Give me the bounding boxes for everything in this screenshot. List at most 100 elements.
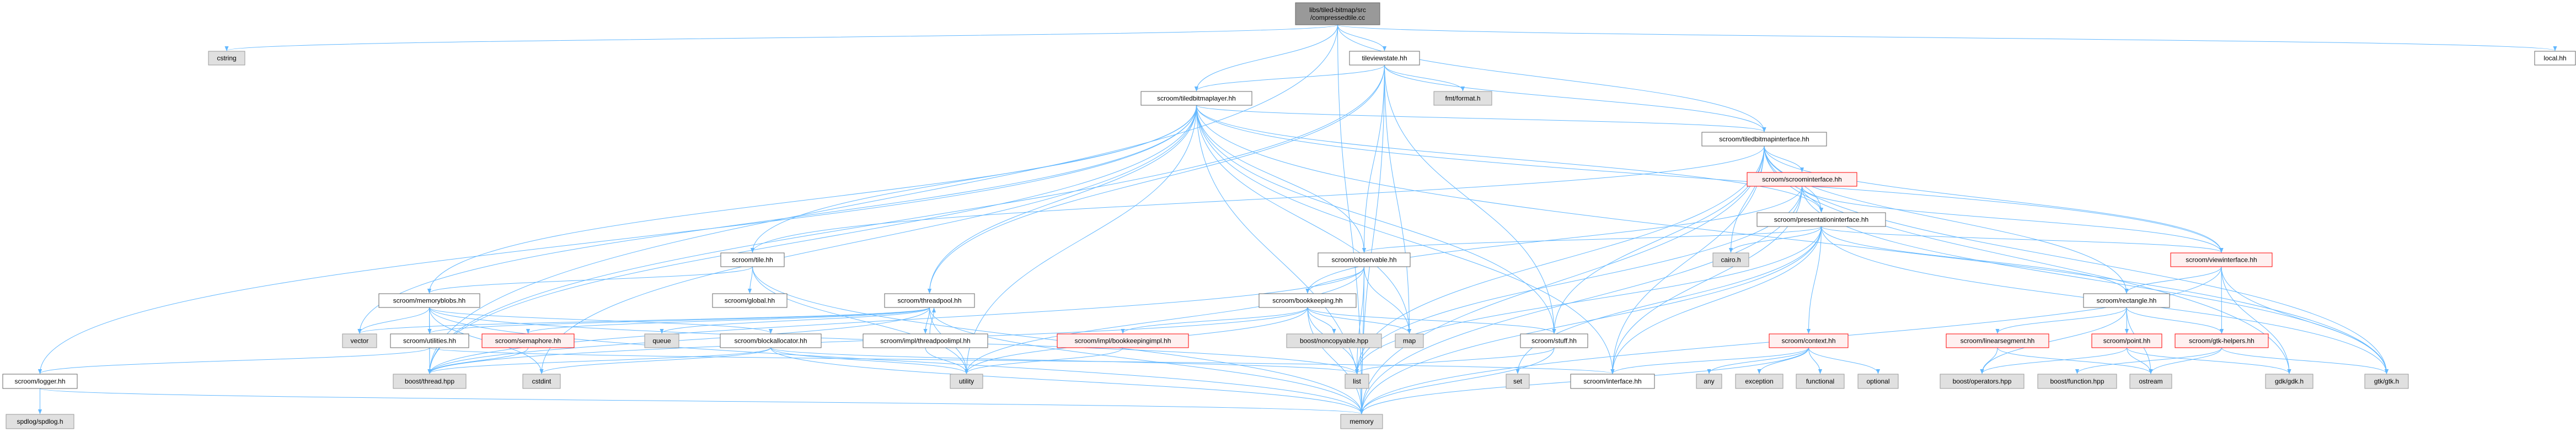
graph-node-tile[interactable]: scroom/tile.hh [720, 252, 785, 267]
edge-presentationinterface-to-rectangle [1821, 226, 2129, 294]
edge-tiledbitmapinterface-to-gdk [1764, 145, 2291, 374]
node-label: exception [1745, 377, 1773, 385]
graph-node-noncopyable: boost/noncopyable.hpp [1286, 333, 1382, 348]
graph-node-stuff[interactable]: scroom/stuff.hh [1520, 333, 1588, 348]
edge-tileviewstate-to-map [1384, 64, 1412, 334]
node-label: scroom/tiledbitmapinterface.hh [1719, 136, 1809, 143]
node-label: scroom/impl/threadpoolimpl.hh [880, 337, 970, 345]
graph-node-presentationinterface[interactable]: scroom/presentationinterface.hh [1756, 212, 1886, 227]
node-label: spdlog/spdlog.h [17, 418, 63, 425]
edge-tiledbitmaplayer-to-gtk [1196, 105, 2389, 374]
graph-node-bookkeepingimpl[interactable]: scroom/impl/bookkeepingimpl.hh [1057, 333, 1189, 348]
edge-tiledbitmaplayer-to-observable [1196, 105, 1367, 253]
edge-tiledbitmaplayer-to-interface [1196, 105, 1615, 374]
edge-threadpool-to-queue [660, 307, 930, 334]
graph-node-global[interactable]: scroom/global.hh [712, 293, 788, 308]
edge-tiledbitmaplayer-to-threadpool [927, 105, 1197, 294]
node-label: /compressedtile.cc [1310, 14, 1365, 21]
graph-node-gtkhelpers[interactable]: scroom/gtk-helpers.hh [2175, 333, 2269, 348]
graph-node-logger[interactable]: scroom/logger.hh [2, 374, 78, 389]
node-box [2129, 374, 2172, 389]
edge-linearsegment-to-operators [1980, 347, 1998, 374]
node-box [1345, 374, 1369, 389]
edge-linearsegment-to-ostream [1997, 347, 2153, 374]
node-box [522, 374, 561, 389]
edge-presentationinterface-to-cairo [1728, 226, 1822, 253]
node-box [1940, 374, 2025, 389]
graph-node-threadpool[interactable]: scroom/threadpool.hh [884, 293, 975, 308]
node-box [1796, 374, 1845, 389]
node-box [1140, 91, 1252, 106]
node-box [342, 333, 377, 348]
node-box [2037, 374, 2117, 389]
node-box [1340, 414, 1383, 429]
edge-tiledbitmaplayer-to-utility [964, 105, 1197, 374]
edge-presentationinterface-to-observable [1362, 226, 1822, 253]
node-label: scroom/gtk-helpers.hh [2189, 337, 2254, 345]
graph-node-observable[interactable]: scroom/observable.hh [1318, 252, 1411, 267]
graph-node-cairo: cairo.h [1712, 252, 1749, 267]
edge-blockallocator-to-list [770, 347, 1359, 374]
node-box [2175, 333, 2269, 348]
graph-node-gdk: gdk/gdk.h [2265, 374, 2313, 389]
graph-node-viewinterface[interactable]: scroom/viewinterface.hh [2170, 252, 2273, 267]
edge-memoryblobs-to-vector [357, 307, 430, 334]
edge-tiledbitmapinterface-to-scroominterface [1764, 145, 1804, 172]
node-label: cstdint [532, 377, 551, 385]
graph-node-interface[interactable]: scroom/interface.hh [1570, 374, 1655, 389]
edge-viewinterface-to-gtkhelpers [2219, 266, 2224, 334]
graph-node-context[interactable]: scroom/context.hh [1769, 333, 1849, 348]
edge-bookkeeping-to-noncopyable [1307, 307, 1336, 334]
graph-node-root[interactable]: libs/tiled-bitmap/src/compressedtile.cc [1295, 2, 1380, 25]
graph-node-utility: utility [950, 374, 983, 389]
edge-context-to-any [1707, 347, 1809, 374]
node-box [393, 374, 467, 389]
edge-tiledbitmaplayer-to-viewinterface [1196, 105, 2224, 253]
node-label: boost/function.hpp [2050, 377, 2104, 385]
edge-bookkeeping-to-bookkeepingimpl [1121, 307, 1308, 334]
graph-node-gtk: gtk/gtk.h [2364, 374, 2409, 389]
node-box [1696, 374, 1722, 389]
graph-node-blockallocator[interactable]: scroom/blockallocator.hh [720, 333, 822, 348]
node-label: scroom/global.hh [725, 297, 775, 305]
graph-node-vector: vector [342, 333, 377, 348]
node-label: scroom/logger.hh [14, 377, 65, 385]
graph-node-point[interactable]: scroom/point.hh [2091, 333, 2162, 348]
node-label: scroom/tile.hh [732, 256, 773, 264]
node-label: functional [1806, 377, 1834, 385]
edge-rectangle-to-operators [1980, 307, 2127, 374]
edge-root-to-tileviewstate [1337, 24, 1387, 51]
edge-presentationinterface-to-interface [1610, 226, 1822, 374]
edge-tiledbitmaplayer-to-map [1196, 105, 1412, 334]
graph-node-rectangle[interactable]: scroom/rectangle.hh [2083, 293, 2170, 308]
node-box [1295, 2, 1380, 25]
node-label: scroom/point.hh [2103, 337, 2150, 345]
graph-node-memoryblobs[interactable]: scroom/memoryblobs.hh [378, 293, 480, 308]
node-box [1570, 374, 1655, 389]
graph-node-local[interactable]: local.hh [2534, 51, 2576, 66]
graph-node-set: set [1506, 374, 1530, 389]
node-box [1520, 333, 1588, 348]
graph-node-tiledbitmaplayer[interactable]: scroom/tiledbitmaplayer.hh [1140, 91, 1252, 106]
node-label: boost/noncopyable.hpp [1300, 337, 1368, 345]
graph-node-scroominterface[interactable]: scroom/scroominterface.hh [1747, 172, 1857, 187]
graph-node-threadpoolimpl[interactable]: scroom/impl/threadpoolimpl.hh [863, 333, 988, 348]
edge-threadpoolimpl-to-threadpool [929, 307, 936, 334]
graph-node-functional: functional [1796, 374, 1845, 389]
node-label: tileviewstate.hh [1362, 55, 1407, 62]
node-box [1712, 252, 1749, 267]
node-label: memory [1349, 418, 1373, 425]
graph-node-tiledbitmapinterface[interactable]: scroom/tiledbitmapinterface.hh [1701, 132, 1827, 147]
graph-node-bookkeeping[interactable]: scroom/bookkeeping.hh [1258, 293, 1357, 308]
edge-memoryblobs-to-blockallocator [429, 307, 773, 334]
node-label: cstring [217, 55, 236, 62]
graph-node-tileviewstate[interactable]: tileviewstate.hh [1349, 51, 1420, 66]
edge-bookkeeping-to-map [1307, 307, 1412, 334]
graph-node-linearsegment[interactable]: scroom/linearsegment.hh [1946, 333, 2049, 348]
graph-node-utilities[interactable]: scroom/utilities.hh [390, 333, 469, 348]
graph-node-semaphore[interactable]: scroom/semaphore.hh [481, 333, 575, 348]
edge-point-to-gdk [2127, 347, 2291, 374]
edge-tileviewstate-to-observable [1362, 64, 1385, 253]
